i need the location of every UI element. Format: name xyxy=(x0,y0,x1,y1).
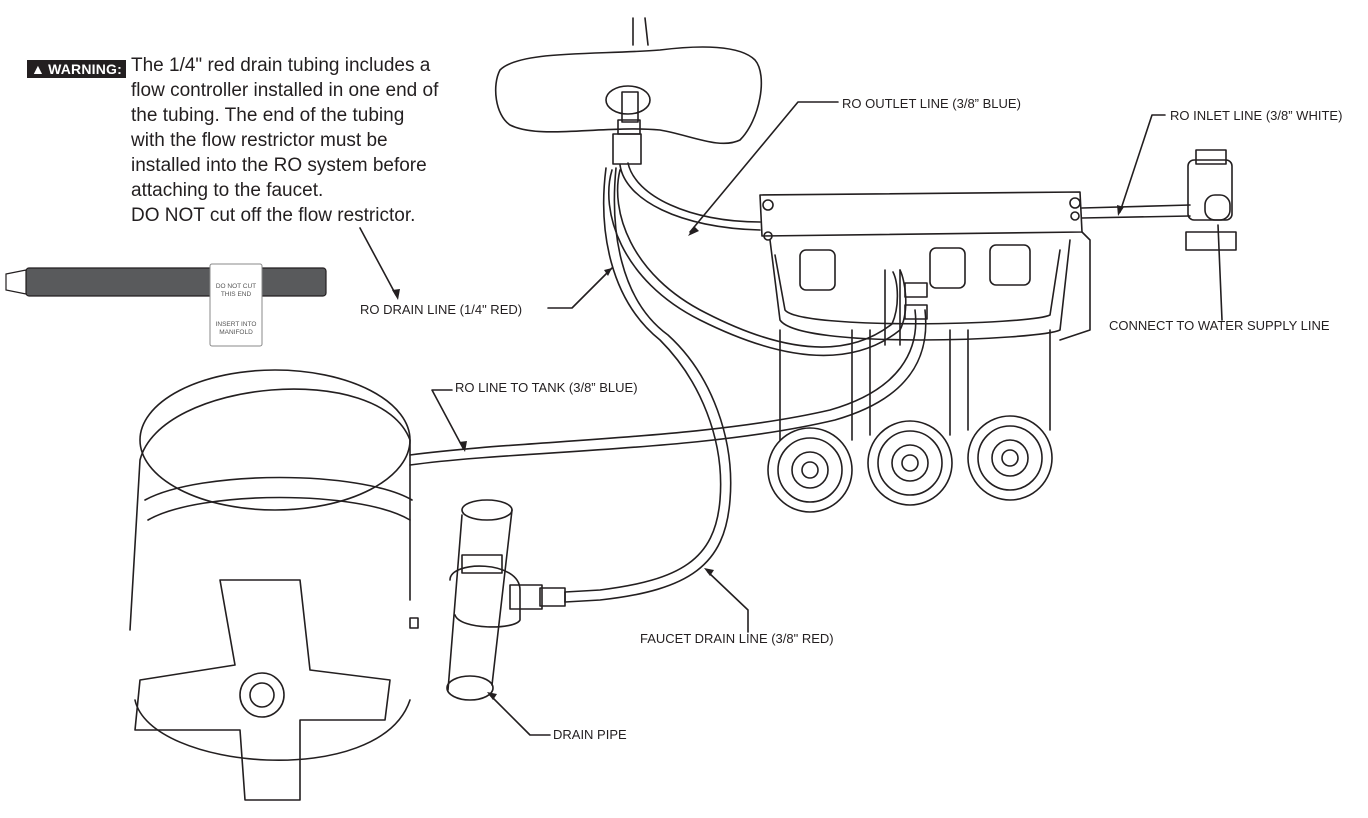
warning-badge: ▲WARNING: xyxy=(27,60,126,78)
warning-triangle-icon: ▲ xyxy=(31,61,46,77)
storage-tank xyxy=(129,369,419,801)
leader-outlet xyxy=(689,101,839,233)
tag-line: THIS END xyxy=(220,291,252,298)
ro-outlet-tube-outer xyxy=(619,164,761,231)
label-faucet-drain-line: FAUCET DRAIN LINE (3/8" RED) xyxy=(640,631,834,646)
faucet xyxy=(494,17,763,165)
tag-line: DO NOT CUT xyxy=(215,283,257,290)
tubing-tag-cut: DO NOT CUT THIS END xyxy=(210,283,262,299)
ro-drain-tube-outer xyxy=(608,169,907,357)
drain-pipe-assembly xyxy=(446,499,566,701)
leader-drain-left xyxy=(359,227,397,296)
warning-line: The 1/4" red drain tubing includes a xyxy=(131,55,431,76)
label-ro-line-to-tank: RO LINE TO TANK (3/8” BLUE) xyxy=(455,380,638,395)
tag-line: MANIFOLD xyxy=(219,329,253,336)
filter-cartridges xyxy=(767,329,1053,513)
leader-tank xyxy=(431,389,464,449)
ro-tank-tube-outer xyxy=(409,309,917,456)
label-drain-pipe: DRAIN PIPE xyxy=(553,727,627,742)
warning-text: The 1/4" red drain tubing includes a flo… xyxy=(131,53,471,228)
leader-drain-pipe xyxy=(489,694,551,736)
tubing-tag-insert: INSERT INTO MANIFOLD xyxy=(210,321,262,337)
faucet-drain-tube-inner xyxy=(564,167,732,603)
ro-outlet-tube-inner xyxy=(627,162,761,223)
warning-line: with the flow restrictor must be xyxy=(131,130,388,151)
label-connect-water-supply: CONNECT TO WATER SUPPLY LINE xyxy=(1109,318,1330,333)
tag-line: INSERT INTO xyxy=(215,321,257,328)
ro-drain-tube-inner xyxy=(616,169,899,348)
leader-inlet xyxy=(1119,114,1166,213)
leader-faucet-drain xyxy=(707,571,749,633)
warning-badge-label: WARNING: xyxy=(48,61,122,77)
tubing-illustration xyxy=(5,263,327,347)
faucet-drain-tube-outer xyxy=(564,167,722,593)
water-supply-valve xyxy=(1185,149,1237,251)
warning-line: DO NOT cut off the flow restrictor. xyxy=(131,205,416,226)
ro-inlet-tube-inner xyxy=(1081,215,1191,219)
label-ro-outlet-line: RO OUTLET LINE (3/8” BLUE) xyxy=(842,96,1021,111)
ro-inlet-tube-outer xyxy=(1081,204,1191,209)
ro-tank-tube-inner xyxy=(409,309,927,466)
leader-supply xyxy=(1217,224,1223,321)
warning-line: attaching to the faucet. xyxy=(131,180,324,201)
warning-line: flow controller installed in one end of xyxy=(131,80,439,101)
ro-unit xyxy=(759,191,1091,346)
label-ro-inlet-line: RO INLET LINE (3/8” WHITE) xyxy=(1170,108,1343,123)
warning-line: the tubing. The end of the tubing xyxy=(131,105,405,126)
label-ro-drain-line: RO DRAIN LINE (1/4" RED) xyxy=(360,302,523,317)
warning-line: installed into the RO system before xyxy=(131,155,427,176)
leader-drain-right xyxy=(547,267,613,309)
